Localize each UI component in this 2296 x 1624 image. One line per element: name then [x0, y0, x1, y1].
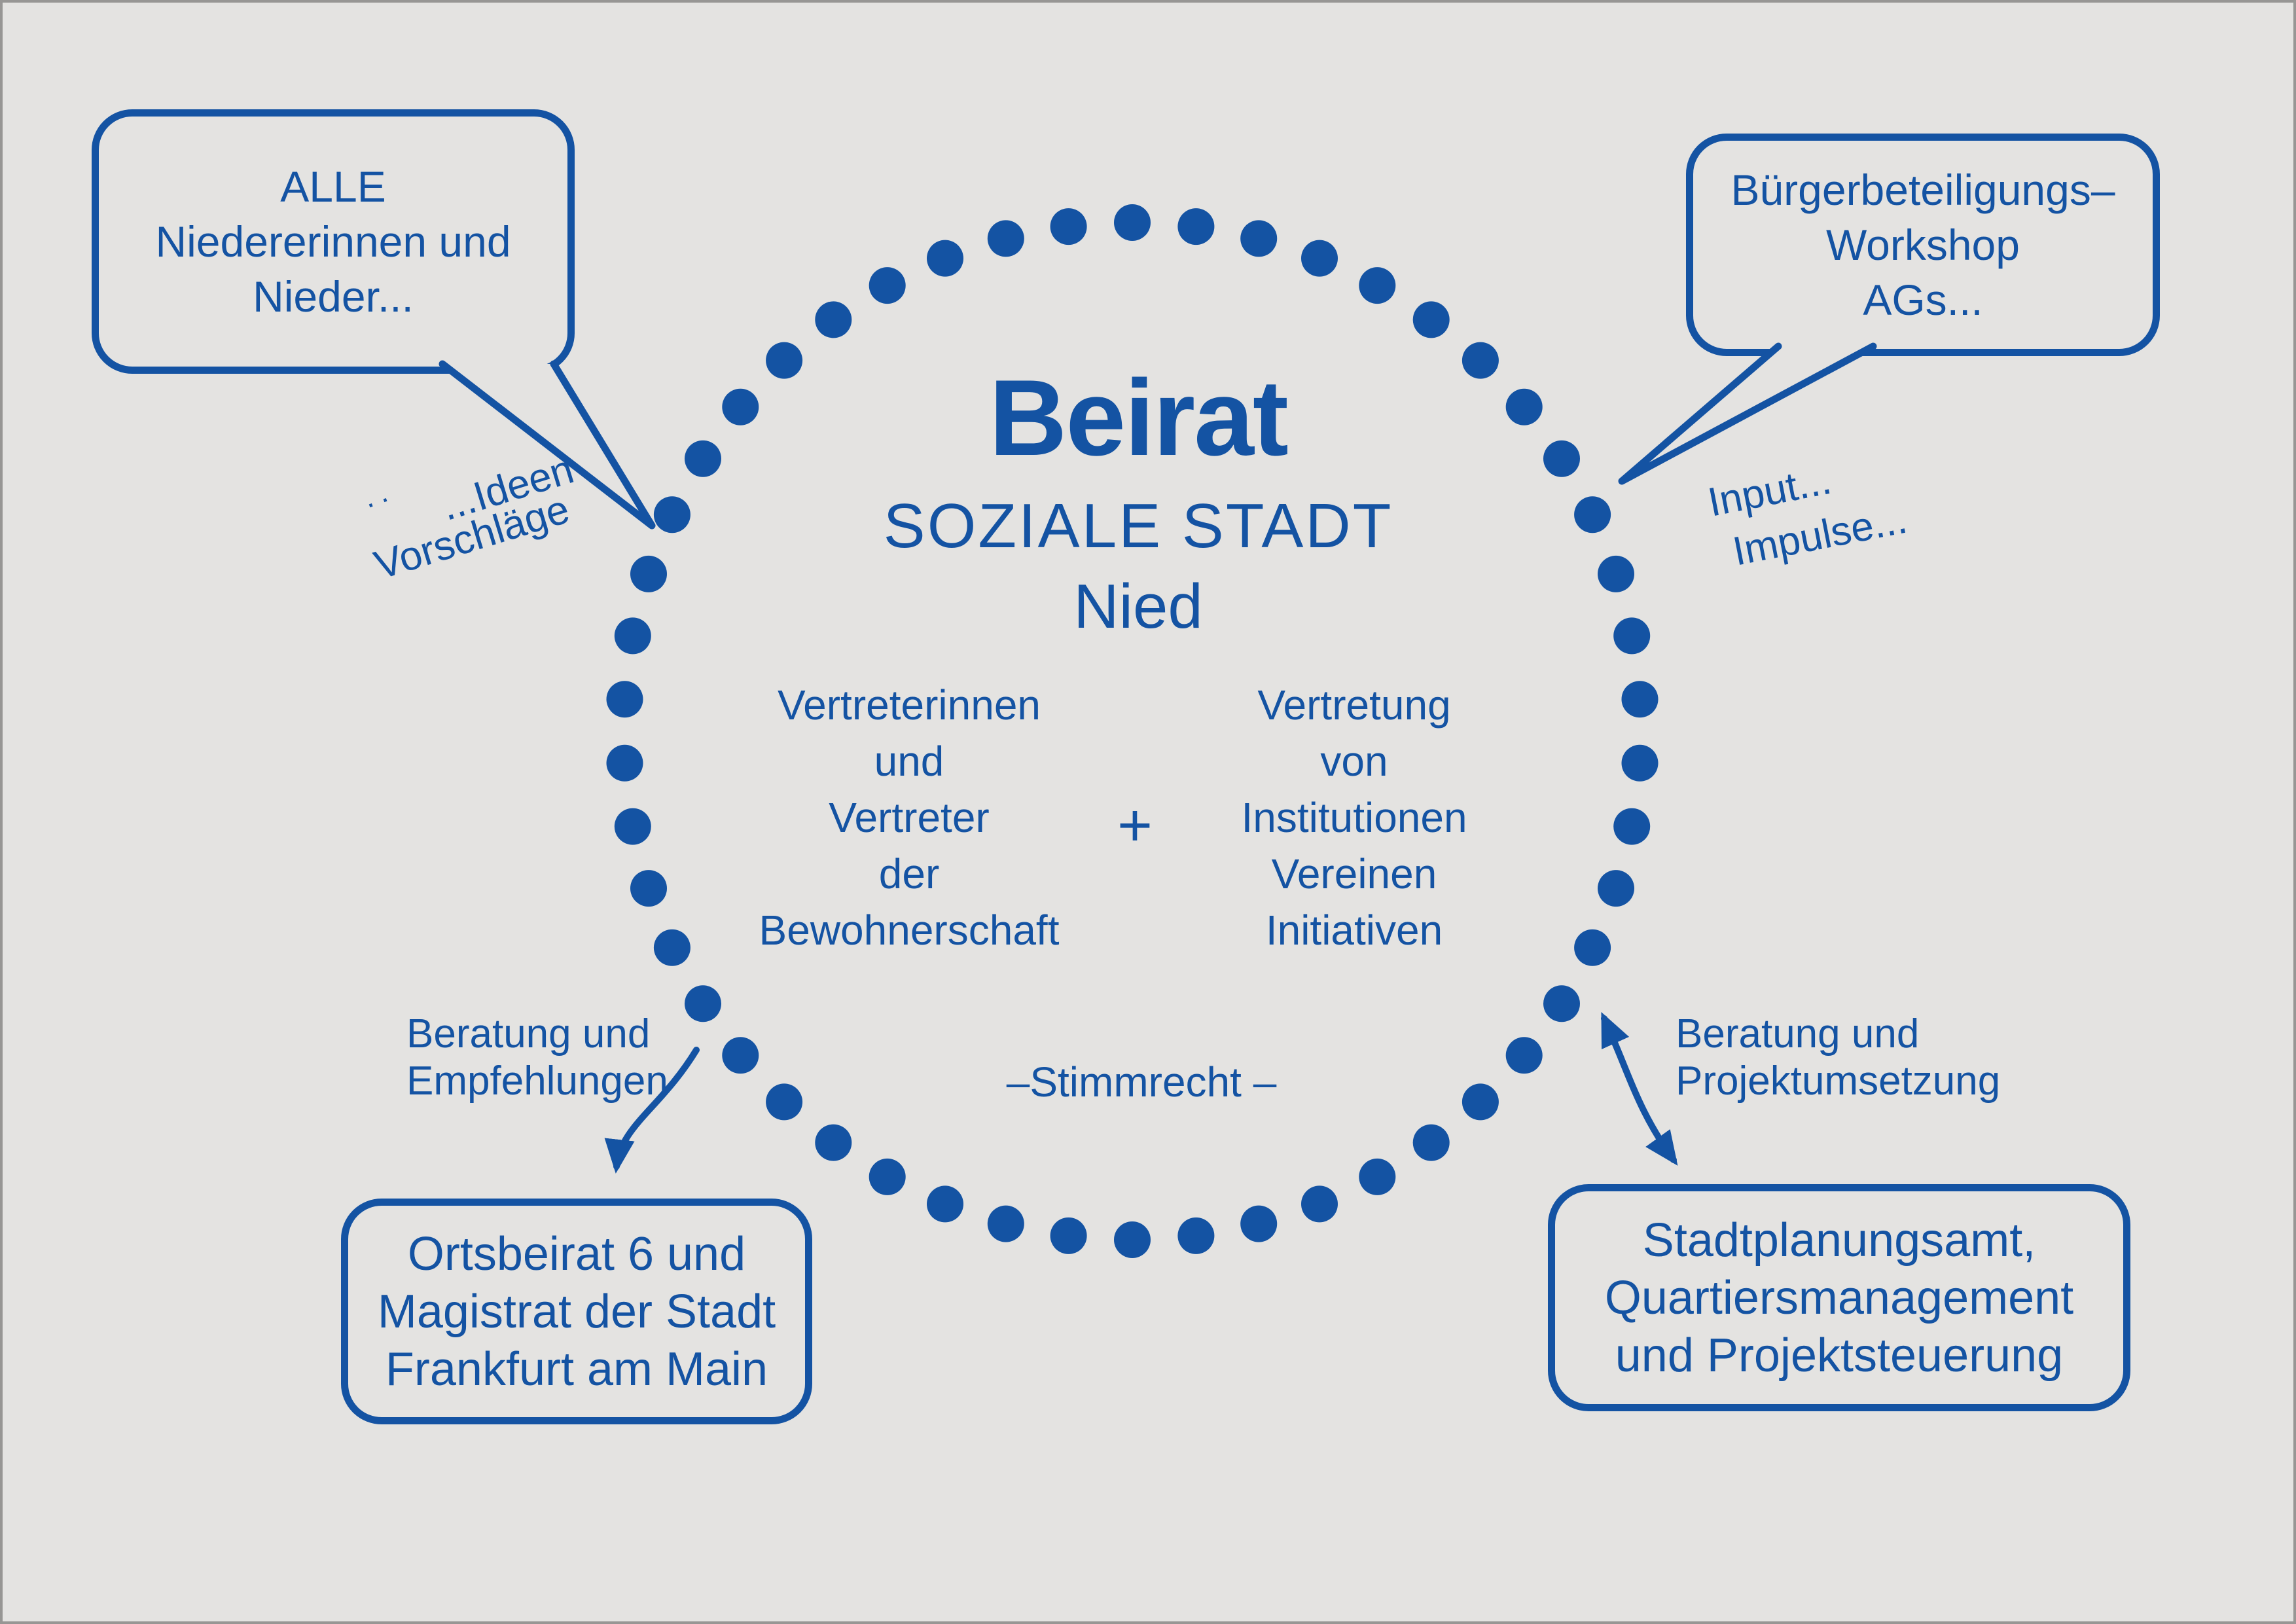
- ring-dot: [1543, 440, 1580, 477]
- box-stadtplanungsamt-line: Stadtplanungsamt,: [1642, 1214, 2036, 1267]
- ring-dot: [1574, 496, 1611, 533]
- diagram-title: Beirat: [989, 357, 1289, 478]
- ring-dot: [927, 1185, 963, 1223]
- ring-dot: [987, 220, 1024, 257]
- ring-dot: [606, 744, 643, 782]
- ring-dot: [614, 808, 651, 845]
- ring-dot: [1505, 1037, 1543, 1074]
- right-group-line: von: [1320, 738, 1388, 785]
- beratung-projektumsetzung-label: Beratung und Projektumsetzung: [1676, 1011, 2000, 1105]
- box-stadtplanungsamt: Stadtplanungsamt, Quartiersmanagement un…: [1548, 1184, 2130, 1411]
- ring-dot: [630, 870, 667, 907]
- label-line: Empfehlungen: [406, 1058, 668, 1104]
- beratung-empfehlungen-label: Beratung und Empfehlungen: [406, 1011, 668, 1105]
- box-ortsbeirat-line: Ortsbeirat 6 und: [407, 1227, 746, 1280]
- ring-dot: [1050, 208, 1087, 245]
- ring-dot: [1505, 388, 1543, 425]
- box-ortsbeirat-line: Magistrat der Stadt: [377, 1285, 776, 1338]
- bubble-top-left: ALLE Niedererinnen und Nieder...: [92, 109, 575, 374]
- bubble-top-left-line: Niedererinnen und: [155, 217, 511, 266]
- ring-dot: [1412, 301, 1450, 338]
- left-group-line: und: [874, 738, 944, 785]
- ring-dot: [1240, 220, 1278, 257]
- leader-dots: ··: [359, 478, 400, 521]
- ring-dot: [614, 617, 651, 655]
- box-stadtplanungsamt-line: Quartiersmanagement: [1604, 1271, 2074, 1324]
- ring-dot: [722, 1037, 759, 1074]
- ring-dot: [1598, 555, 1634, 592]
- ring-dot: [722, 388, 759, 425]
- bubble-top-left-line: ALLE: [280, 162, 386, 211]
- ring-dot: [1301, 1185, 1338, 1223]
- ring-dot: [1462, 1083, 1499, 1121]
- ring-dot: [869, 267, 906, 304]
- right-group-line: Initiativen: [1265, 907, 1443, 954]
- left-group-line: Vertreterinnen: [777, 681, 1041, 729]
- ring-dot: [685, 985, 721, 1022]
- right-group-line: Vertretung: [1257, 681, 1451, 729]
- voting-note: –Stimmrecht –: [1006, 1058, 1277, 1106]
- ring-dot: [653, 929, 691, 966]
- ring-dot: [1114, 204, 1151, 241]
- bubble-top-right-line: AGs...: [1863, 276, 1983, 324]
- plus-sign: +: [1117, 792, 1153, 859]
- diagram-subtitle: SOZIALE STADT: [883, 491, 1393, 561]
- ring-dot: [1359, 267, 1396, 304]
- ring-dot: [1177, 1217, 1215, 1254]
- label-line: Beratung und: [406, 1011, 651, 1056]
- left-group-line: Vertreter: [829, 794, 990, 841]
- ring-dot: [1301, 240, 1338, 277]
- ring-dot: [630, 555, 667, 592]
- bubble-top-right-tail: [1618, 342, 1877, 485]
- ring-dot: [987, 1205, 1024, 1242]
- left-group-line: Bewohnerschaft: [759, 907, 1060, 954]
- ring-dot: [815, 1124, 852, 1161]
- ring-dot: [1462, 342, 1499, 379]
- bubble-top-right-line: Bürgerbeteiligungs–: [1731, 166, 2115, 214]
- bubble-top-left-line: Nieder...: [253, 272, 414, 321]
- left-member-group: Vertreterinnen und Vertreter der Bewohne…: [759, 677, 1060, 958]
- ring-dot: [685, 440, 721, 477]
- ring-dot: [1613, 617, 1651, 655]
- ring-dot: [1114, 1221, 1151, 1258]
- box-stadtplanungsamt-line: und Projektsteuerung: [1615, 1329, 2064, 1382]
- ring-dot: [1621, 681, 1659, 718]
- diagram-region: Nied: [1073, 571, 1203, 641]
- right-member-group: Vertretung von Institutionen Vereinen In…: [1241, 677, 1467, 958]
- ring-dot: [1177, 208, 1215, 245]
- ring-dot: [1543, 985, 1580, 1022]
- label-line: Beratung und: [1676, 1011, 1920, 1056]
- ring-dot: [1359, 1158, 1396, 1195]
- ring-dot: [1240, 1205, 1278, 1242]
- ring-dot: [927, 240, 963, 277]
- ring-dot: [1412, 1124, 1450, 1161]
- ring-dot: [766, 342, 803, 379]
- ring-dot: [653, 496, 691, 533]
- left-group-line: der: [878, 850, 940, 897]
- ring-dot: [1613, 808, 1651, 845]
- box-ortsbeirat: Ortsbeirat 6 und Magistrat der Stadt Fra…: [341, 1199, 812, 1424]
- ring-dot: [766, 1083, 803, 1121]
- right-group-line: Vereinen: [1271, 850, 1437, 897]
- ring-dot: [869, 1158, 906, 1195]
- right-group-line: Institutionen: [1241, 794, 1467, 841]
- ring-dot: [1050, 1217, 1087, 1254]
- ring-dot: [1574, 929, 1611, 966]
- ring-dot: [1621, 744, 1659, 782]
- ring-dot: [815, 301, 852, 338]
- box-ortsbeirat-line: Frankfurt am Main: [385, 1343, 768, 1396]
- label-line: Projektumsetzung: [1676, 1058, 2001, 1104]
- ring-dot: [1598, 870, 1634, 907]
- arrow-stadtplanungsamt: [1601, 1011, 1678, 1166]
- bubble-top-right-line: Workshop: [1826, 221, 2020, 269]
- ring-dot: [606, 681, 643, 718]
- bubble-top-right: Bürgerbeteiligungs– Workshop AGs...: [1686, 134, 2160, 356]
